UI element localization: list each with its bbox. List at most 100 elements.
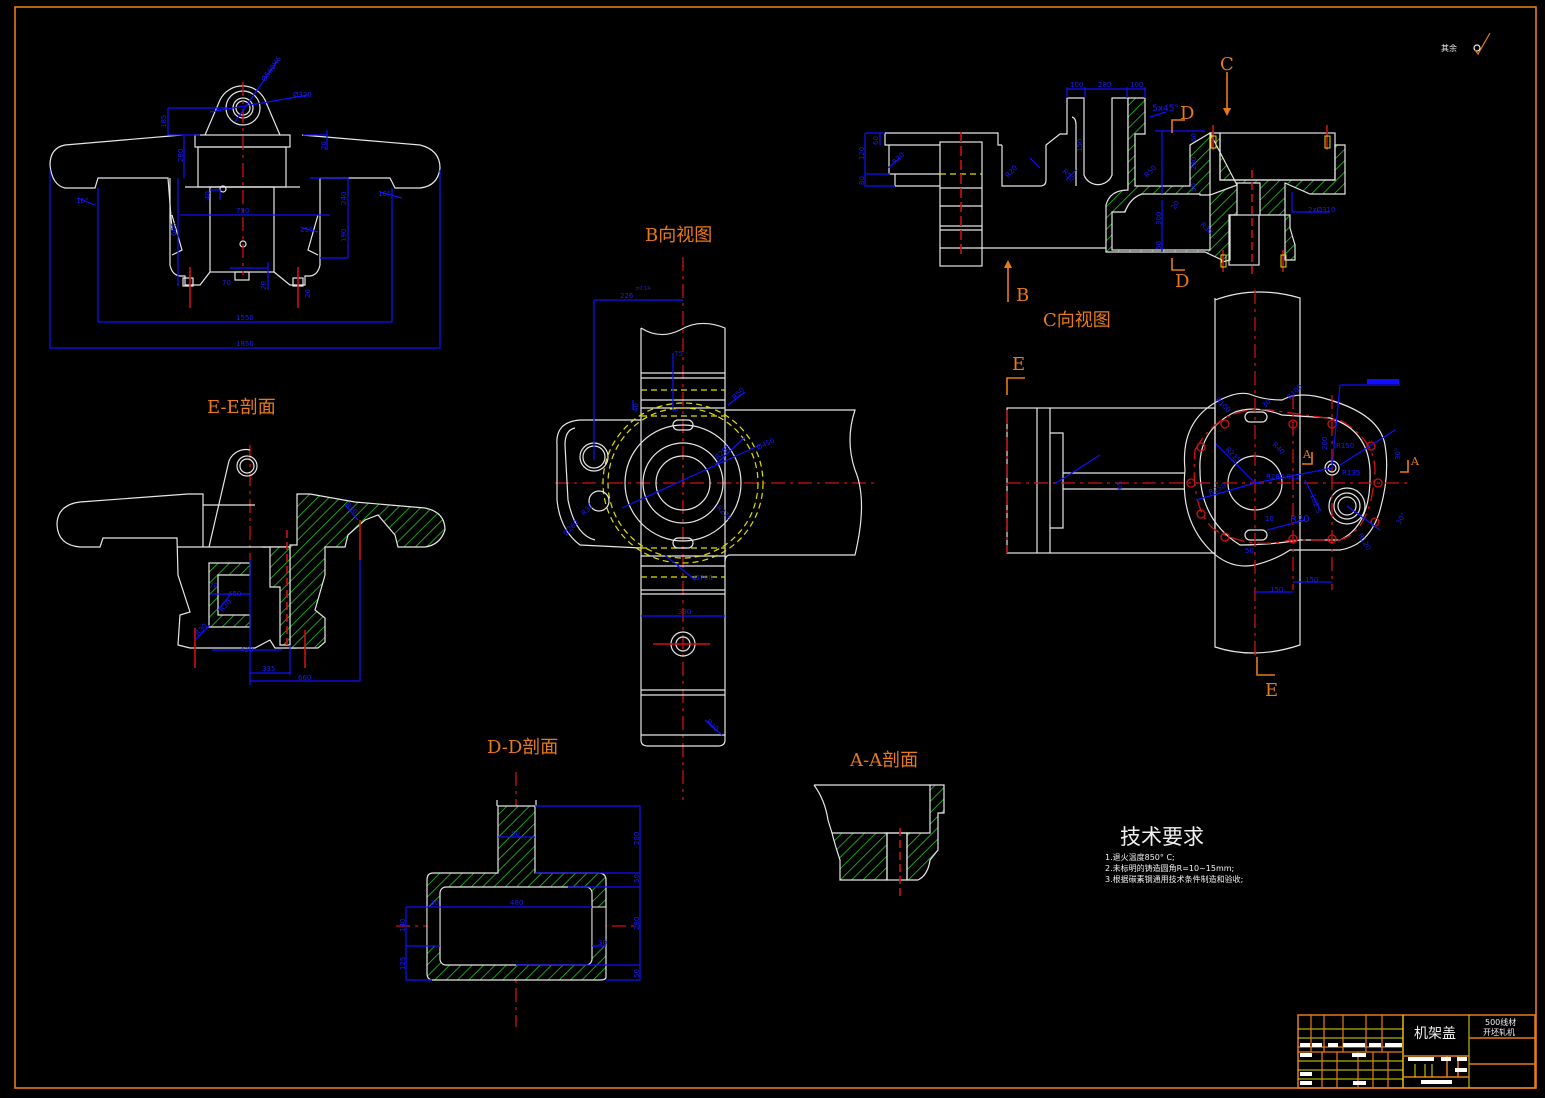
product-line-1: 500线材 [1485, 1017, 1516, 1027]
tech-requirements: 技术要求 1.退火温度850° C; 2.未标明的铸造圆角R=10~15mm; … [1105, 825, 1243, 884]
marker-c: C [1220, 54, 1234, 75]
dim-150b: 150 [1305, 576, 1318, 584]
title-block: 机架盖 500线材 开坯轧机 [1297, 1014, 1536, 1089]
dim-70: 70 [222, 279, 231, 287]
roughness-text: 其余 [1441, 43, 1457, 53]
dim-d560: Ø560H6 [260, 55, 283, 83]
dim-dd-50: 50 [511, 830, 520, 838]
b-view-title: B向视图 [645, 225, 712, 246]
dim-226: 226 [620, 292, 634, 300]
dim-600: 600 [170, 223, 178, 236]
dd-section: D-D剖面 50 280 50 480 30 280 140 125 30 50 [396, 737, 641, 1027]
dim-162: 162.5 [1308, 493, 1322, 515]
aa-section: A-A剖面 [813, 750, 945, 898]
dim-420: 420 [240, 646, 253, 654]
dim-75: 75 [674, 350, 683, 358]
dim-50: 50 [1190, 183, 1198, 192]
dim-120: 120 [858, 147, 866, 160]
dim-280b: 280 [1190, 157, 1198, 170]
tech-req-item-2: 2.未标明的铸造圆角R=10~15mm; [1105, 863, 1234, 873]
dim-20a: 20 [320, 141, 328, 150]
dim-65: 65 [1116, 481, 1124, 490]
tech-req-item-1: 1.退火温度850° C; [1105, 852, 1175, 862]
b-view: B向视图 [555, 225, 875, 800]
dim-16-right: 16° [378, 190, 390, 198]
dim-80: 80 [858, 176, 866, 185]
dim-r30c: R30 [194, 622, 209, 637]
marker-b: B [1016, 285, 1029, 306]
dim-r37: R37 [580, 502, 595, 517]
dim-r280: R280.012 [1266, 473, 1300, 481]
dim-335: 335 [262, 665, 275, 673]
dim-r250: R250 [1207, 482, 1227, 497]
dim-dd-30b: 30 [598, 939, 607, 947]
front-view: Ø560H6 Ø320 185 20 280 240 750 600 190 1… [49, 55, 441, 349]
dim-60b: 60 [1190, 133, 1198, 142]
top-section-view: 100 280 100 5x45° 120 60 80 R30 R20 R50 … [858, 54, 1346, 306]
dim-r50b: R50 [1143, 164, 1158, 179]
dim-20c: 20 [304, 289, 312, 298]
dim-50: 50 [1245, 547, 1254, 555]
dim-1850: 1850 [236, 340, 254, 348]
dim-280: 280 [177, 149, 185, 162]
dim-r50: R50 [731, 386, 746, 401]
dim-750: 750 [236, 207, 249, 215]
dim-dd-140: 140 [399, 919, 407, 932]
dim-r20a: R20 [1004, 164, 1019, 179]
ee-section-title: E-E剖面 [207, 397, 276, 418]
dim-dd-280b: 280 [633, 917, 641, 930]
marker-e-top: E [1012, 354, 1025, 375]
dim-dd-280: 280 [633, 832, 641, 845]
dim-r100b: R100 [1286, 383, 1305, 402]
dim-dd-480: 480 [510, 899, 523, 907]
dim-40: 40 [632, 403, 640, 412]
dim-r30: R30 [891, 151, 906, 166]
dim-r20: R20 [1290, 514, 1310, 525]
dim-20b: 20 [260, 281, 268, 290]
dim-190: 190 [340, 229, 348, 242]
tech-req-item-3: 3.根据碳素钢通用技术条件制造和验收; [1105, 874, 1243, 884]
dim-150a: 150 [1270, 586, 1283, 594]
dim-1550: 1550 [236, 314, 254, 322]
dim-r50: R50 [1061, 168, 1076, 183]
dim-100a: 100 [1070, 81, 1083, 89]
marker-e-bottom: E [1265, 680, 1278, 701]
dim-450: 450 [228, 590, 241, 598]
marker-a-left: A [1302, 448, 1312, 461]
sheet-border [14, 6, 1537, 1089]
dim-d700: Ø700 [694, 574, 713, 582]
dim-25: 25° [300, 226, 312, 234]
marker-d-bottom: D [1175, 271, 1189, 292]
dim-380: 380 [678, 608, 691, 616]
aa-section-title: A-A剖面 [849, 750, 918, 771]
dim-200: 200 [1321, 437, 1329, 450]
dim-r150: R150 [1336, 442, 1354, 450]
dim-r100: R100 [1214, 396, 1233, 415]
dim-150: 150 [1076, 139, 1084, 152]
dim-r135: R135 [1342, 469, 1360, 477]
dim-300: 300 [1155, 212, 1163, 225]
dim-30a: 30° [1394, 448, 1402, 460]
dim-dd-50a: 50 [633, 874, 641, 883]
dim-185: 185 [160, 115, 168, 128]
c-view-title: C向视图 [1043, 310, 1111, 331]
dim-40: 40 [204, 191, 212, 200]
dim-660: 660 [298, 674, 311, 682]
dim-d450: Ø450 [755, 437, 775, 452]
dim-30: 30 [1261, 397, 1273, 409]
dd-section-title: D-D剖面 [487, 737, 558, 758]
dim-d320: Ø320 [293, 91, 312, 99]
dim-30b: 30° [1395, 511, 1408, 526]
dim-70: 70 [209, 582, 218, 590]
dim-20b: 20 [1170, 199, 1181, 211]
c-view: C向视图 [1006, 290, 1420, 701]
dim-dd-125: 125 [399, 957, 407, 970]
dim-240: 240 [340, 192, 348, 205]
marker-d-top: D [1180, 103, 1194, 124]
dim-50b: 50 [1155, 241, 1163, 250]
roughness-note: 其余 [1441, 32, 1491, 56]
dim-280: 280 [1098, 81, 1111, 89]
dim-r120: R120 [1356, 532, 1372, 552]
dim-holes: 2xØ310 [1308, 206, 1335, 214]
